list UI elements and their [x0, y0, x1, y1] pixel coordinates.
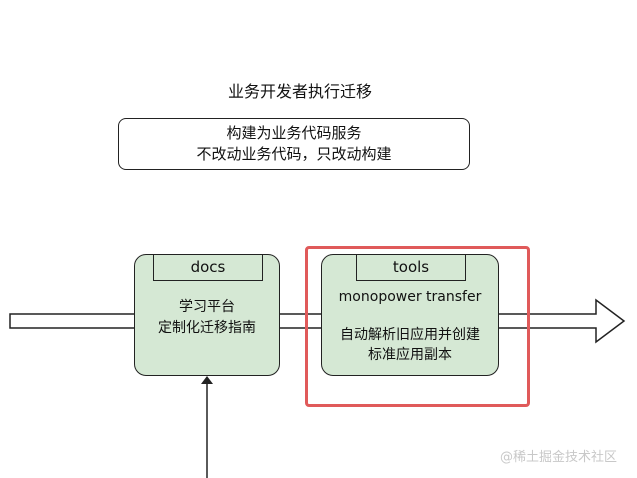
docs-line-2: 定制化迁移指南 [158, 320, 256, 336]
watermark: @稀土掘金技术社区 [500, 450, 618, 465]
build-description-box: 构建为业务代码服务 不改动业务代码，只改动构建 [118, 118, 470, 170]
input-arrow-head [201, 376, 213, 384]
tools-line-2: 标准应用副本 [368, 347, 452, 363]
docs-node: docs 学习平台 定制化迁移指南 [134, 254, 280, 376]
docs-tab-label: docs [190, 258, 226, 276]
tools-line-1: 自动解析旧应用并创建 [340, 327, 480, 343]
tools-node: tools monopower transfer 自动解析旧应用并创建 标准应用… [321, 254, 499, 376]
tools-tab: tools [356, 255, 466, 281]
diagram-title: 业务开发者执行迁移 [227, 82, 372, 101]
build-description-line-2: 不改动业务代码，只改动构建 [196, 145, 392, 163]
tools-highlight-frame [305, 246, 530, 407]
docs-line-1: 学习平台 [179, 299, 235, 315]
tools-tab-label: tools [392, 258, 430, 276]
tools-subtitle: monopower transfer [338, 289, 482, 305]
docs-tab: docs [153, 255, 263, 281]
flow-arrow [9, 298, 626, 344]
build-description-line-1: 构建为业务代码服务 [226, 124, 362, 142]
